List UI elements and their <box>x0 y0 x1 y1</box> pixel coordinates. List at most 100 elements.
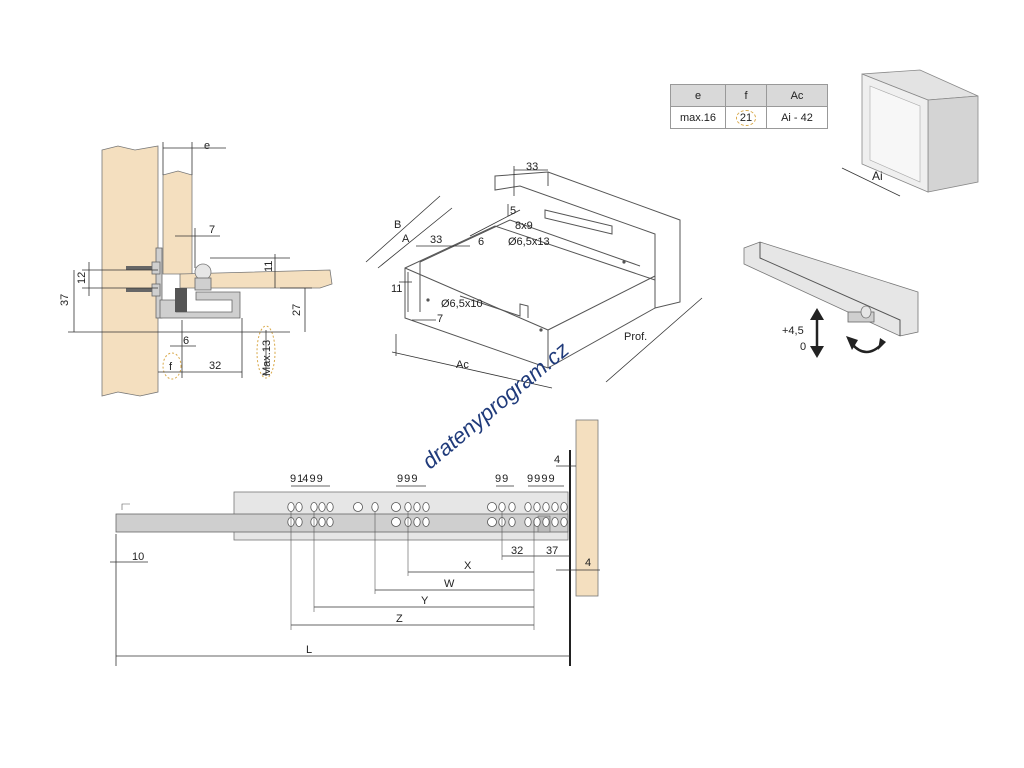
mounting-holes <box>287 502 568 527</box>
label-zero: 0 <box>800 341 806 353</box>
label-37: 37 <box>546 545 558 557</box>
f-highlight <box>162 352 182 380</box>
label-7: 7 <box>209 224 215 236</box>
mounting-hole <box>551 502 559 512</box>
adjuster-knob <box>860 305 872 319</box>
spec-header-e: e <box>670 84 726 107</box>
spec-value-f: 21 <box>735 109 757 126</box>
height-adjuster-view: +4,5 0 <box>743 241 919 358</box>
label-7: 7 <box>437 313 443 325</box>
cabinet-box-view: Ai <box>841 69 979 197</box>
mounting-hole <box>391 502 401 512</box>
slide-clip <box>175 288 187 312</box>
label-4-right: 4 <box>585 557 591 569</box>
label-10: 10 <box>132 551 144 563</box>
label-W: W <box>444 578 455 590</box>
front-wall <box>575 419 599 597</box>
label-top-group-1: 9 14 9 9 <box>290 473 323 485</box>
label-prof: Prof. <box>624 331 647 343</box>
mounting-hole <box>391 517 401 527</box>
spec-table: e f Ac max.16 21 Ai - 42 <box>670 84 828 129</box>
mounting-hole <box>310 502 318 512</box>
label-L: L <box>306 644 312 656</box>
locking-device <box>194 263 212 291</box>
mounting-hole <box>533 517 541 527</box>
label-37: 37 <box>59 294 71 306</box>
label-8x9: 8x9 <box>515 220 533 232</box>
label-top-group-2: 9 9 9 <box>397 473 417 485</box>
mounting-hole <box>498 502 506 512</box>
mounting-hole <box>318 517 326 527</box>
mounting-hole <box>404 502 412 512</box>
mounting-hole <box>295 502 303 512</box>
mounting-hole <box>533 502 541 512</box>
mounting-hole <box>413 517 421 527</box>
Prof-dim-line <box>605 297 703 383</box>
label-11: 11 <box>263 261 275 272</box>
label-Z: Z <box>396 613 403 625</box>
screw-upper <box>126 261 161 275</box>
spec-header-f: f <box>725 84 767 107</box>
mounting-hole <box>524 517 532 527</box>
slide-profile <box>159 291 241 319</box>
label-hole-65x13: Ø6,5x13 <box>508 236 550 248</box>
drawer-bottom-board <box>179 269 333 289</box>
cabinet-right-side <box>927 95 979 193</box>
mounting-hole <box>551 517 559 527</box>
mounting-hole <box>487 517 497 527</box>
screw-lower <box>126 283 161 297</box>
label-B: B <box>394 219 401 231</box>
slide-side-view: 9 14 9 9 9 9 9 9 9 9 9 9 9 4 10 32 37 4 … <box>110 419 600 666</box>
mounting-hole <box>326 502 334 512</box>
spec-header-ac: Ac <box>766 84 828 107</box>
label-f: f <box>169 361 173 373</box>
spec-value-ac: Ai - 42 <box>766 106 828 129</box>
label-6: 6 <box>478 236 484 248</box>
A-dim-line <box>377 207 453 269</box>
cabinet-side-wall <box>101 145 159 397</box>
mounting-hole <box>560 517 568 527</box>
mounting-hole <box>422 517 430 527</box>
label-32: 32 <box>511 545 523 557</box>
mounting-hole <box>560 502 568 512</box>
label-Ai: Ai <box>872 169 883 183</box>
watermark: dratenyprogram.cz <box>417 337 574 474</box>
side-section-view: e 7 12 37 11 27 6 f 32 Max.13 <box>59 140 333 397</box>
label-hole-65x10: Ø6,5x10 <box>441 298 483 310</box>
slide-inner-member <box>115 513 569 533</box>
label-Y: Y <box>421 595 429 607</box>
drawer-side-panel <box>162 170 193 275</box>
mounting-hole <box>295 517 303 527</box>
rotate-arrow-icon <box>851 343 883 354</box>
spec-value-e: max.16 <box>670 106 726 129</box>
label-X: X <box>464 560 472 572</box>
mounting-hole <box>413 502 421 512</box>
mounting-hole <box>353 502 363 512</box>
mounting-bracket <box>155 247 163 319</box>
mounting-hole <box>318 502 326 512</box>
Ac-dim-line <box>391 351 553 389</box>
label-Ac: Ac <box>456 359 469 371</box>
label-12: 12 <box>76 272 88 284</box>
label-e: e <box>204 140 210 152</box>
spec-table-header-row: e f Ac <box>670 84 828 107</box>
max13-highlight <box>256 325 276 379</box>
label-A: A <box>402 233 410 245</box>
label-33-left: 33 <box>430 234 442 246</box>
drawer-isometric-view: 33 5 8x9 Ø6,5x13 B A 33 6 11 Ø6,5x10 7 A… <box>365 161 703 389</box>
mounting-hole <box>487 502 497 512</box>
mounting-hole <box>508 502 516 512</box>
mounting-hole <box>371 502 379 512</box>
mounting-hole <box>542 517 550 527</box>
label-5: 5 <box>510 205 516 217</box>
label-top-group-4: 9 9 9 9 <box>527 473 555 485</box>
label-11: 11 <box>391 283 402 295</box>
label-6: 6 <box>183 335 189 347</box>
spec-table-value-row: max.16 21 Ai - 42 <box>670 106 828 129</box>
mounting-hole <box>422 502 430 512</box>
mounting-hole <box>287 502 295 512</box>
mounting-hole <box>326 517 334 527</box>
B-dim-line <box>365 195 441 263</box>
label-4-top: 4 <box>554 454 560 466</box>
